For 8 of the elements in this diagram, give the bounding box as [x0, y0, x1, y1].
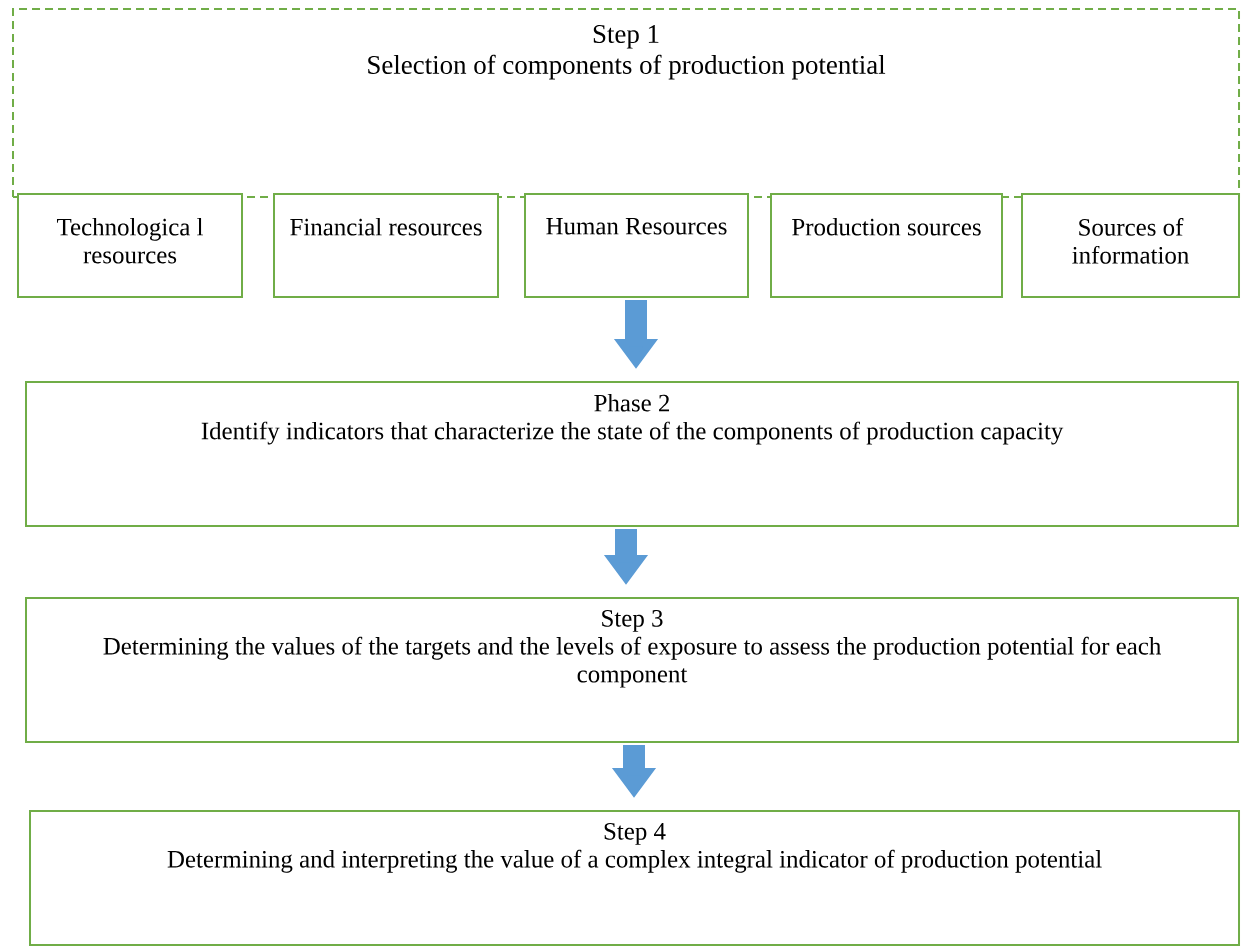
- stage-box: Phase 2 Identify indicators that characterize the state of the components of production capacity: [25, 381, 1239, 527]
- resource-box: Financial resources: [273, 193, 499, 298]
- resource-box: Production sources: [770, 193, 1003, 298]
- resource-box: Sources of information: [1021, 193, 1240, 298]
- stage-box: Step 4 Determining and interpreting the value of a complex integral indicator of production potential: [29, 810, 1240, 946]
- resource-box: Technologica l resources: [17, 193, 243, 298]
- resource-box: Human Resources: [524, 193, 749, 298]
- stage-box: Step 3 Determining the values of the targets and the levels of exposure to assess the production potential for each component: [25, 597, 1239, 743]
